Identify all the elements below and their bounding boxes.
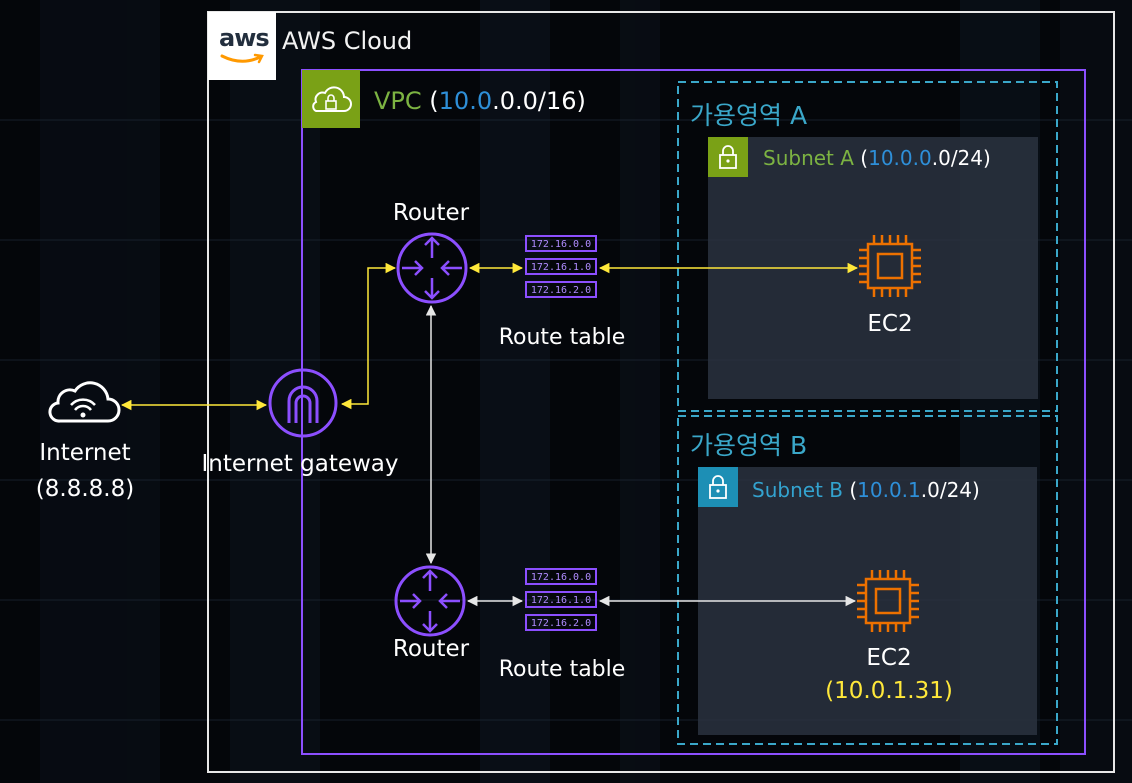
aws-logo-icon: aws	[208, 12, 276, 80]
route-table-row: 172.16.0.0	[531, 572, 591, 583]
cloud-wifi-icon	[48, 381, 121, 423]
route-table-bottom-label: Route table	[498, 657, 626, 682]
lock-icon	[708, 137, 748, 177]
internet-gateway-label: Internet gateway	[201, 451, 399, 477]
route-table-row: 172.16.1.0	[531, 595, 591, 606]
subnet-a-close-paren: )	[983, 146, 991, 170]
route-table-row: 172.16.2.0	[531, 285, 591, 296]
internet-ip: (8.8.8.8)	[35, 476, 135, 502]
ec2-b-ip: (10.0.1.31)	[825, 678, 953, 704]
route-table-row: 172.16.1.0	[531, 262, 591, 273]
availability-zone-a	[677, 81, 1058, 412]
vpc-cidr-rest: .0.0/16	[492, 87, 577, 115]
subnet-b-label: Subnet B (10.0.1.0/24)	[752, 478, 980, 502]
ec2-a-label: EC2	[867, 311, 913, 337]
lock-icon	[698, 467, 738, 507]
vpc-cidr-highlight: 10.0	[438, 87, 493, 115]
subnet-b-cidr-rest: .0/24	[920, 478, 973, 502]
vpc-open-paren: (	[421, 87, 439, 115]
router-icon	[394, 565, 466, 637]
availability-zone-b	[677, 415, 1058, 745]
vpc-close-paren: )	[576, 87, 586, 115]
route-table-icon: 172.16.0.0 172.16.1.0 172.16.2.0	[525, 568, 597, 631]
subnet-b-name: Subnet B	[752, 478, 843, 502]
ec2-chip-icon	[859, 235, 921, 297]
ec2-chip-icon	[857, 570, 919, 632]
router-icon	[396, 232, 468, 304]
subnet-b-close-paren: )	[972, 478, 980, 502]
vpc-name: VPC	[374, 87, 422, 115]
subnet-b-open-paren: (	[842, 478, 858, 502]
router-top-label: Router	[392, 200, 470, 226]
aws-logo-text: aws	[219, 24, 270, 52]
subnet-a-label: Subnet A (10.0.0.0/24)	[763, 146, 991, 170]
aws-cloud-title: AWS Cloud	[282, 27, 413, 55]
availability-zone-b-label: 가용영역 B	[690, 431, 808, 460]
route-table-row: 172.16.0.0	[531, 239, 591, 250]
connector-igw-to-router	[340, 262, 397, 410]
availability-zone-a-label: 가용영역 A	[690, 101, 808, 130]
internet-label: Internet	[39, 440, 131, 466]
subnet-a-cidr-rest: .0/24	[931, 146, 984, 170]
vpc-label: VPC (10.0.0.0/16)	[374, 87, 586, 115]
route-table-icon: 172.16.0.0 172.16.1.0 172.16.2.0	[525, 235, 597, 298]
router-bottom-label: Router	[392, 636, 470, 662]
route-table-top-label: Route table	[498, 325, 626, 350]
vpc-boundary	[301, 69, 1086, 755]
subnet-a-open-paren: (	[853, 146, 869, 170]
route-table-row: 172.16.2.0	[531, 618, 591, 629]
subnet-a-name: Subnet A	[763, 146, 854, 170]
cloud-lock-icon	[302, 70, 360, 128]
aws-cloud-boundary	[207, 11, 1115, 773]
subnet-a-cidr-highlight: 10.0.0	[868, 146, 932, 170]
internet-gateway-icon	[268, 368, 338, 438]
ec2-b-label: EC2	[866, 645, 912, 671]
subnet-b-cidr-highlight: 10.0.1	[857, 478, 921, 502]
